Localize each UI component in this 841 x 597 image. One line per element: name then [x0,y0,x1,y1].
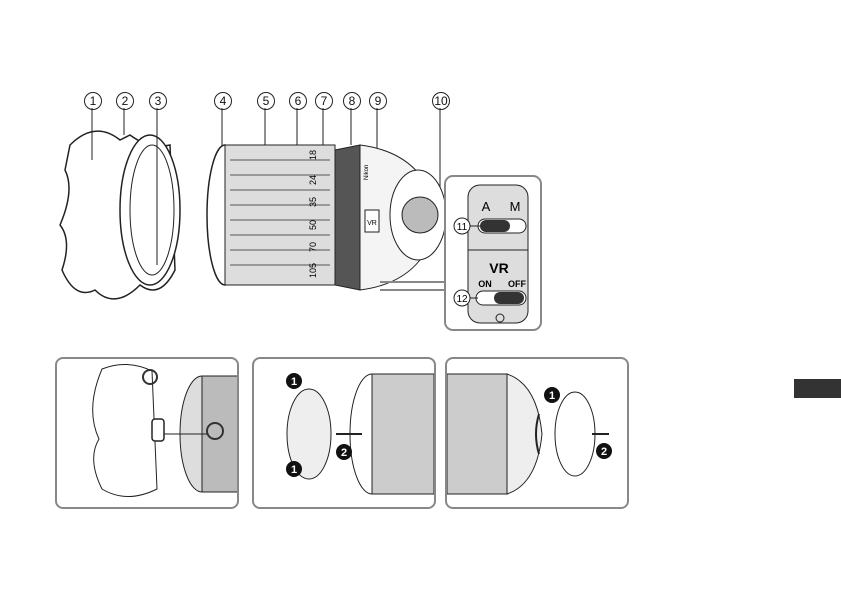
vr-off-label: OFF [508,279,526,289]
step-1-badge: 1 [291,464,297,476]
focal-mark: 35 [308,197,318,207]
section-tab-marker [794,379,841,398]
callout-12: 12 [456,294,468,305]
vr-title: VR [489,260,508,276]
focus-mode-m-label: M [510,199,521,214]
step-2-badge: 2 [601,446,607,458]
panel-rear-cap: 1 2 [445,357,629,509]
callout-6: 6 [289,92,307,110]
callout-10: 10 [432,92,450,110]
step-1-badge: 1 [549,390,555,402]
focal-mark: 50 [308,220,318,230]
panel-front-cap: 1 1 2 [252,357,436,509]
callout-7: 7 [315,92,333,110]
callout-4: 4 [214,92,232,110]
focal-mark: 70 [308,242,318,252]
callout-5: 5 [257,92,275,110]
focal-length-scale: 18 24 35 50 70 105 [308,150,318,278]
focus-mode-a-label: A [482,199,491,214]
callout-11: 11 [457,222,468,233]
callout-2: 2 [116,92,134,110]
panel-hood-attach [55,357,239,509]
focal-mark: 24 [308,175,318,185]
switch-panel: A M VR ON OFF 11 12 [444,175,542,331]
callout-1: 1 [84,92,102,110]
focal-mark: 18 [308,150,318,160]
step-1-badge: 1 [291,376,297,388]
focus-mode-switch[interactable] [480,220,510,232]
callout-9: 9 [369,92,387,110]
vr-on-label: ON [478,279,492,289]
vr-badge: VR [367,220,377,227]
callout-8: 8 [343,92,361,110]
focal-mark: 105 [308,263,318,278]
callout-3: 3 [149,92,167,110]
vr-switch[interactable] [494,292,524,304]
step-2-badge: 2 [341,447,347,459]
brand-text: Nikon [364,165,370,180]
